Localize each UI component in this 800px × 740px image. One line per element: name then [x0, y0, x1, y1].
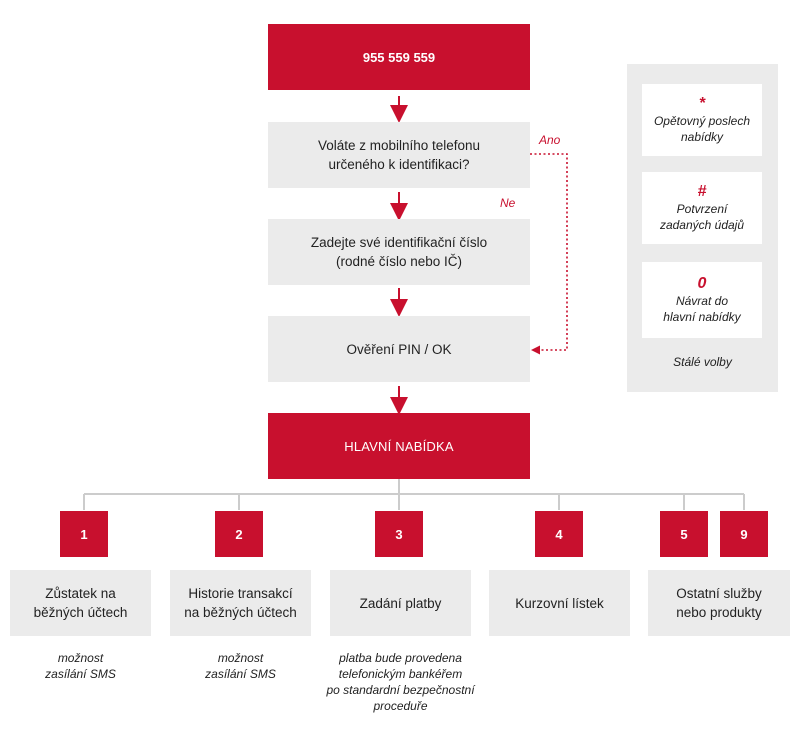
side-text-repeat: Opětovný poslech nabídky [653, 114, 751, 144]
option-note-2: možnost zasílání SMS [205, 651, 276, 681]
side-symbol-star: * [698, 95, 706, 112]
main-menu-box: HLAVNÍ NABÍDKA [268, 413, 530, 479]
option-box-5-9: Ostatní služby nebo produkty [648, 570, 790, 636]
yes-path [530, 153, 568, 351]
option-number-5: 5 [660, 511, 708, 557]
label-no: Ne [500, 196, 516, 210]
side-symbol-hash: # [697, 183, 707, 200]
enter-id-text: Zadejte své identifikační číslo (rodné č… [310, 235, 488, 269]
side-symbol-zero: 0 [697, 275, 707, 292]
option-number-2: 2 [215, 511, 263, 557]
side-footer: Stálé volby [673, 355, 732, 369]
verify-pin-text: Ověření PIN / OK [346, 341, 452, 357]
option-number-4: 4 [535, 511, 583, 557]
side-text-confirm: Potvrzení zadaných údajů [659, 202, 745, 232]
side-text-return: Návrat do hlavní nabídky [663, 294, 741, 324]
phone-number-box: 955 559 559 [268, 24, 530, 90]
side-card-repeat: * Opětovný poslech nabídky [642, 84, 762, 156]
option-box-4: Kurzovní lístek [489, 570, 630, 636]
mobile-question-box: Voláte z mobilního telefonu určeného k i… [268, 122, 530, 188]
side-card-confirm: # Potvrzení zadaných údajů [642, 172, 762, 244]
option-note-3: platba bude provedena telefonickým banké… [326, 651, 475, 713]
option-number-1: 1 [60, 511, 108, 557]
option-box-3: Zadání platby [330, 570, 471, 636]
option-box-1: Zůstatek na běžných účtech [10, 570, 151, 636]
option-box-2: Historie transakcí na běžných účtech [170, 570, 311, 636]
mobile-question: Voláte z mobilního telefonu určeného k i… [317, 138, 481, 172]
option-note-1: možnost zasílání SMS [45, 651, 116, 681]
phone-number: 955 559 559 [362, 49, 436, 65]
option-number-9: 9 [720, 511, 768, 557]
option-number-3: 3 [375, 511, 423, 557]
label-yes: Ano [539, 133, 561, 147]
yes-path-arrowhead [531, 345, 540, 355]
verify-pin-box: Ověření PIN / OK [268, 316, 530, 382]
enter-id-box: Zadejte své identifikační číslo (rodné č… [268, 219, 530, 285]
side-card-return: 0 Návrat do hlavní nabídky [642, 262, 762, 338]
main-menu-text: HLAVNÍ NABÍDKA [344, 438, 454, 454]
